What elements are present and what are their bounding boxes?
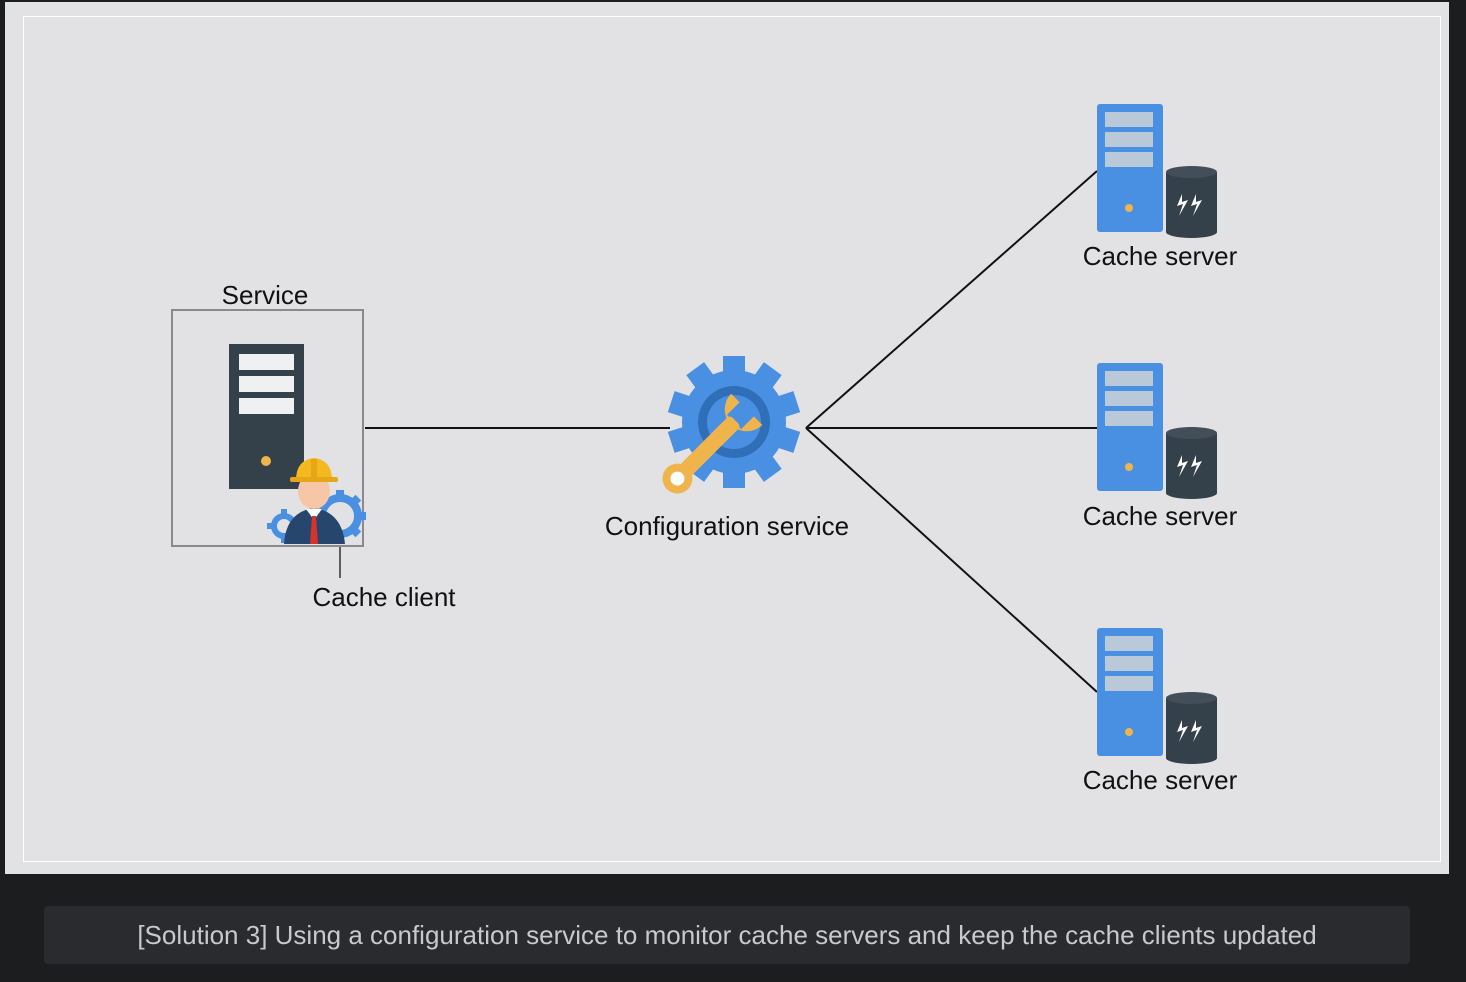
diagram-frame	[23, 16, 1441, 862]
configuration-service-node: Configuration service	[605, 356, 849, 541]
cache-server-label: Cache server	[1083, 241, 1238, 271]
figure-caption-box: [Solution 3] Using a configuration servi…	[44, 906, 1410, 964]
figure-caption: [Solution 3] Using a configuration servi…	[137, 919, 1317, 950]
service-node: Service	[171, 280, 456, 612]
config-to-cache-server-1-edge	[805, 170, 1098, 429]
cache-server-label: Cache server	[1083, 765, 1238, 795]
cache-server-2: Cache server	[1083, 363, 1238, 531]
database-icon	[1166, 166, 1217, 238]
cache-server-icon	[1097, 363, 1163, 491]
cache-client-label: Cache client	[312, 582, 456, 612]
cache-server-icon	[1097, 628, 1163, 756]
service-label: Service	[222, 280, 309, 310]
cache-server-icon	[1097, 104, 1163, 232]
config-to-cache-server-3-edge	[805, 427, 1098, 693]
gear-wrench-icon	[662, 356, 801, 494]
database-icon	[1166, 427, 1217, 499]
cache-client-worker-icon	[267, 458, 366, 544]
cache-server-3: Cache server	[1083, 628, 1238, 795]
service-box	[171, 309, 364, 547]
cache-server-1: Cache server	[1083, 104, 1238, 271]
database-icon	[1166, 692, 1217, 764]
service-server-icon	[229, 344, 304, 489]
cache-server-label: Cache server	[1083, 501, 1238, 531]
configuration-service-label: Configuration service	[605, 511, 849, 541]
